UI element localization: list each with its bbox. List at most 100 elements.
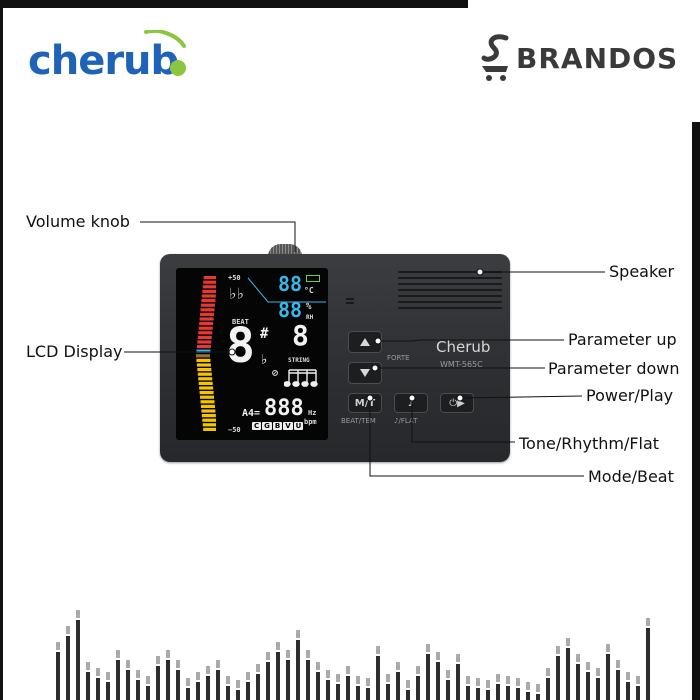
meter-segment [199, 391, 214, 395]
equalizer-bar [646, 618, 650, 700]
temp-humidity-frame [247, 277, 326, 303]
equalizer-bar [626, 672, 630, 700]
shopping-cart-icon [481, 34, 509, 81]
meter-segment [203, 276, 216, 280]
callout-parameter-up: Parameter up [568, 330, 677, 349]
temperature-unit: °C [304, 286, 314, 295]
temperature-value: 88 [278, 272, 303, 296]
callout-mode-beat: Mode/Beat [588, 467, 674, 486]
meter-segment [197, 368, 212, 372]
equalizer-bar [166, 650, 170, 700]
humidity-unit: % [306, 302, 312, 312]
meter-segment [196, 345, 211, 349]
equalizer-bar [496, 674, 500, 700]
flat-indicator: ♭ [260, 352, 269, 368]
equalizer-bar [456, 654, 460, 700]
meter-segment [201, 294, 216, 298]
forte-label: FORTE [387, 354, 410, 362]
power-play-button[interactable]: ⏻▶ [440, 393, 474, 413]
equalizer-bar [316, 662, 320, 700]
parameter-up-button[interactable] [348, 331, 382, 353]
parameter-down-button[interactable] [348, 362, 382, 384]
equalizer-bar [296, 630, 300, 700]
equalizer-bar [416, 666, 420, 700]
meter-segment [199, 322, 214, 326]
meter-segment [198, 381, 213, 385]
equalizer-bar [616, 660, 620, 700]
decorative-equalizer-bars [56, 610, 650, 700]
double-flat-indicator: ♭♭ [228, 284, 245, 303]
meter-segment [200, 395, 215, 399]
meter-segment [197, 340, 212, 344]
callout-lcd-display: LCD Display [26, 342, 123, 361]
equalizer-bar [516, 678, 520, 700]
cherub-logo-text: cherub [28, 38, 178, 84]
humidity-value: 88 [278, 298, 303, 322]
sharp-indicator: # [260, 326, 269, 342]
equalizer-bar [386, 674, 390, 700]
equalizer-bar [586, 662, 590, 700]
equalizer-bar [286, 650, 290, 700]
tuning-mode-v: V [283, 422, 293, 430]
equalizer-bar [486, 680, 490, 700]
callout-parameter-down: Parameter down [548, 359, 680, 378]
rhythm-notes-icon [284, 369, 318, 387]
metronome-icon: ⊘ [272, 368, 279, 379]
equalizer-bar [226, 676, 230, 700]
equalizer-bar [156, 656, 160, 700]
equalizer-bar [406, 680, 410, 700]
equalizer-bar [466, 676, 470, 700]
tuning-mode-u: U [293, 422, 304, 430]
equalizer-bar [126, 660, 130, 700]
speaker-grille [398, 271, 502, 319]
equalizer-bar [96, 668, 100, 700]
equalizer-bar [476, 678, 480, 700]
equalizer-bar [336, 674, 340, 700]
brandos-logo-text: BRANDOS [516, 42, 679, 75]
device-model-label: WMT-565C [440, 360, 483, 369]
equalizer-bar [246, 672, 250, 700]
equalizer-bar [216, 660, 220, 700]
meter-segment [196, 363, 211, 367]
equalizer-bar [606, 644, 610, 700]
meter-segment [203, 280, 216, 284]
mode-caption: BEAT/TEM [341, 417, 376, 425]
equalizer-bar [556, 646, 560, 700]
meter-segment [200, 303, 215, 307]
equalizer-bar [546, 668, 550, 700]
meter-segment [200, 312, 215, 316]
tone-rhythm-flat-button[interactable]: ♪ [394, 393, 428, 413]
frequency-value: 888 [264, 396, 304, 421]
equalizer-bar [326, 670, 330, 700]
tone-caption: ♪/FLAT [394, 417, 418, 425]
equalizer-bar [346, 666, 350, 700]
equalizer-bar [436, 652, 440, 700]
equalizer-bar [566, 638, 570, 700]
equalizer-bar [56, 642, 60, 700]
frame-right-bar [692, 122, 700, 700]
brandos-logo: BRANDOS [478, 32, 693, 84]
cherub-logo-graphic: cherub [28, 29, 186, 84]
equalizer-bar [106, 672, 110, 700]
bpm-unit: bpm [304, 418, 317, 426]
meter-segment [203, 427, 216, 431]
triangle-up-icon [360, 338, 370, 346]
equalizer-bar [356, 676, 360, 700]
meter-segment [202, 289, 216, 293]
meter-segment [201, 409, 216, 413]
meter-segment [197, 372, 212, 376]
string-number-display: 8 [292, 319, 309, 352]
tuning-mode-g: G [262, 422, 272, 430]
meter-segment [200, 308, 215, 312]
frame-left-bar [0, 0, 3, 700]
meter-segment [202, 285, 216, 289]
mode-beat-button[interactable]: M/T [348, 393, 382, 413]
frame-top-bar [0, 0, 468, 8]
string-label: STRING [288, 357, 310, 364]
equalizer-bar [196, 672, 200, 700]
equalizer-bar [176, 660, 180, 700]
equalizer-bar [526, 682, 530, 700]
equalizer-bar [136, 670, 140, 700]
meter-segment [196, 354, 210, 358]
